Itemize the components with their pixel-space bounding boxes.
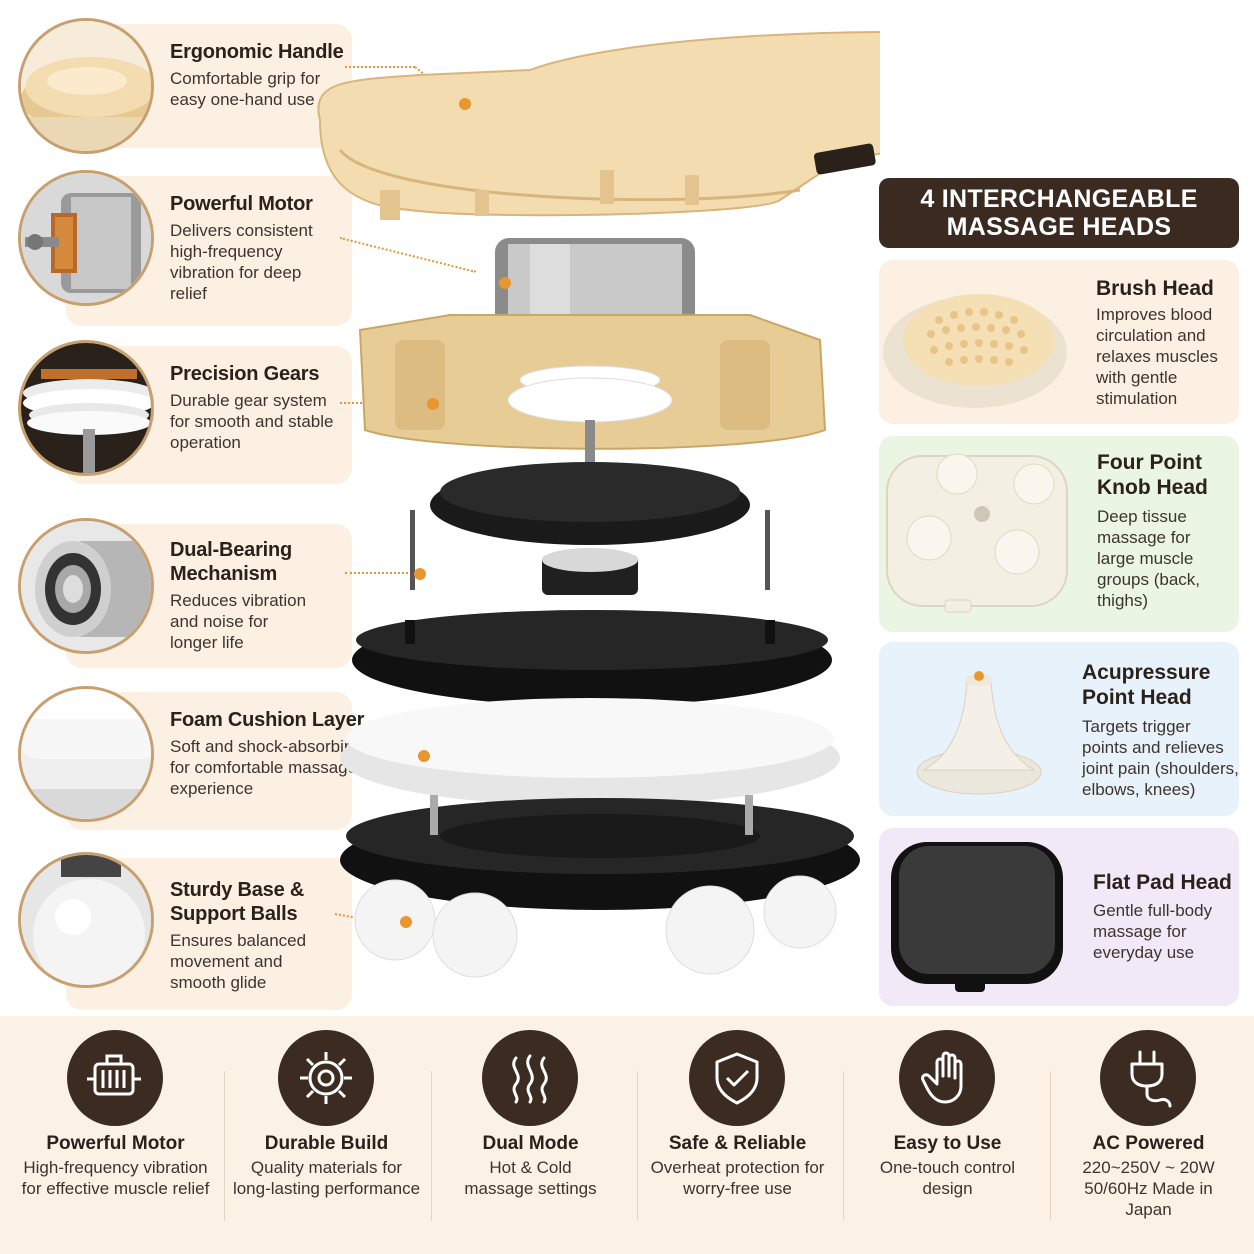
- bottom-item-desc: Quality materials for long-lasting perfo…: [232, 1158, 421, 1198]
- bottom-item-title: Safe & Reliable: [668, 1133, 807, 1154]
- heads-banner-line2: MASSAGE HEADS: [946, 213, 1172, 241]
- gears-thumbnail: [18, 340, 154, 476]
- bottom-item-title: AC Powered: [1092, 1133, 1205, 1154]
- acupressure-head-image: [916, 671, 1042, 795]
- feature-title: Foam Cushion Layer: [170, 709, 365, 731]
- feature-desc: Reduces vibration and noise for longer l…: [170, 591, 307, 652]
- feature-desc: Soft and shock-absorbing for comfortable…: [170, 737, 363, 798]
- bottom-item-desc: 220~250V ~ 20W 50/60Hz Made in Japan: [1082, 1158, 1215, 1219]
- feature-title: Sturdy Base & Support Balls: [170, 879, 305, 925]
- feature-desc: Comfortable grip for easy one-hand use: [170, 69, 321, 109]
- brush-head-image: [883, 294, 1067, 408]
- divider: [1050, 1071, 1051, 1221]
- feature-powerful-motor: Powerful Motor Delivers consistent high-…: [18, 170, 352, 326]
- bottom-item-desc: High-frequency vibration for effective m…: [21, 1158, 210, 1198]
- bottom-item-powerful-motor: Powerful Motor High-frequency vibration …: [11, 1016, 220, 1254]
- feature-foam-cushion: Foam Cushion Layer Soft and shock-absorb…: [18, 686, 364, 830]
- feature-text: Precision Gears Durable gear system for …: [170, 362, 370, 453]
- feature-text: Sturdy Base & Support Balls Ensures bala…: [170, 878, 370, 993]
- handle-thumbnail: [18, 18, 154, 154]
- bottom-features-bar: Powerful Motor High-frequency vibration …: [0, 1016, 1254, 1254]
- feature-precision-gears: Precision Gears Durable gear system for …: [18, 340, 352, 484]
- bottom-item-title: Dual Mode: [482, 1133, 579, 1154]
- head-desc: Gentle full-body massage for everyday us…: [1093, 901, 1213, 962]
- feature-desc: Delivers consistent high-frequency vibra…: [170, 221, 313, 303]
- heads-banner: 4 INTERCHANGEABLE MASSAGE HEADS: [879, 178, 1239, 248]
- bottom-item-durable-build: Durable Build Quality materials for long…: [222, 1016, 431, 1254]
- bottom-item-title: Durable Build: [264, 1133, 389, 1154]
- bottom-item-title: Easy to Use: [893, 1133, 1002, 1154]
- head-title: Brush Head: [1096, 277, 1214, 300]
- divider: [431, 1071, 432, 1221]
- bottom-item-ac-powered: AC Powered 220~250V ~ 20W 50/60Hz Made i…: [1044, 1016, 1253, 1254]
- divider: [637, 1071, 638, 1221]
- divider: [224, 1071, 225, 1221]
- feature-dual-bearing: Dual-Bearing Mechanism Reduces vibration…: [18, 518, 352, 668]
- head-desc: Deep tissue massage for large muscle gro…: [1097, 507, 1200, 610]
- feature-title: Dual-Bearing Mechanism: [170, 539, 293, 585]
- heat-waves-icon: [482, 1030, 578, 1126]
- divider: [843, 1071, 844, 1221]
- head-card-acupressure-point: Acupressure Point Head Targets trigger p…: [879, 642, 1239, 816]
- feature-sturdy-base: Sturdy Base & Support Balls Ensures bala…: [18, 852, 352, 1010]
- gear-icon: [278, 1030, 374, 1126]
- feature-text: Dual-Bearing Mechanism Reduces vibration…: [170, 538, 370, 653]
- head-card-four-point-knob: Four Point Knob Head Deep tissue massage…: [879, 436, 1239, 632]
- bottom-item-safe-reliable: Safe & Reliable Overheat protection for …: [633, 1016, 842, 1254]
- feature-title: Powerful Motor: [170, 193, 313, 215]
- feature-desc: Ensures balanced movement and smooth gli…: [170, 931, 307, 992]
- flat-pad-head-image: [891, 842, 1063, 992]
- bottom-item-desc: Overheat protection for worry-free use: [650, 1158, 825, 1198]
- exploded-massager-illustration: [300, 0, 1150, 1010]
- head-card-brush: Brush Head Improves blood circulation an…: [879, 260, 1239, 424]
- bottom-item-title: Powerful Motor: [46, 1133, 185, 1154]
- knob-head-image: [886, 453, 1068, 613]
- bottom-item-dual-mode: Dual Mode Hot & Cold massage settings: [426, 1016, 635, 1254]
- hand-icon: [899, 1030, 995, 1126]
- leader-line: [345, 572, 420, 574]
- bottom-item-desc: One-touch control design: [879, 1158, 1016, 1198]
- bottom-item-easy-to-use: Easy to Use One-touch control design: [843, 1016, 1052, 1254]
- head-desc: Targets trigger points and relieves join…: [1082, 717, 1239, 799]
- motor-icon: [67, 1030, 163, 1126]
- feature-text: Ergonomic Handle Comfortable grip for ea…: [170, 40, 370, 110]
- ball-thumbnail: [18, 852, 154, 988]
- bottom-item-desc: Hot & Cold massage settings: [464, 1158, 597, 1198]
- leader-line: [345, 66, 415, 68]
- feature-desc: Durable gear system for smooth and stabl…: [170, 391, 334, 452]
- feature-ergonomic-handle: Ergonomic Handle Comfortable grip for ea…: [18, 18, 352, 154]
- head-title: Acupressure Point Head: [1082, 661, 1211, 709]
- feature-text: Powerful Motor Delivers consistent high-…: [170, 192, 370, 304]
- feature-title: Ergonomic Handle: [170, 41, 344, 63]
- head-title: Four Point Knob Head: [1097, 451, 1208, 499]
- head-title: Flat Pad Head: [1093, 871, 1232, 894]
- heads-banner-line1: 4 INTERCHANGEABLE: [920, 185, 1198, 213]
- motor-thumbnail: [18, 170, 154, 306]
- head-desc: Improves blood circulation and relaxes m…: [1096, 305, 1218, 408]
- feature-text: Foam Cushion Layer Soft and shock-absorb…: [170, 708, 370, 799]
- shield-check-icon: [689, 1030, 785, 1126]
- head-card-flat-pad: Flat Pad Head Gentle full-body massage f…: [879, 828, 1239, 1006]
- bearing-thumbnail: [18, 518, 154, 654]
- feature-title: Precision Gears: [170, 363, 320, 385]
- foam-thumbnail: [18, 686, 154, 822]
- plug-icon: [1100, 1030, 1196, 1126]
